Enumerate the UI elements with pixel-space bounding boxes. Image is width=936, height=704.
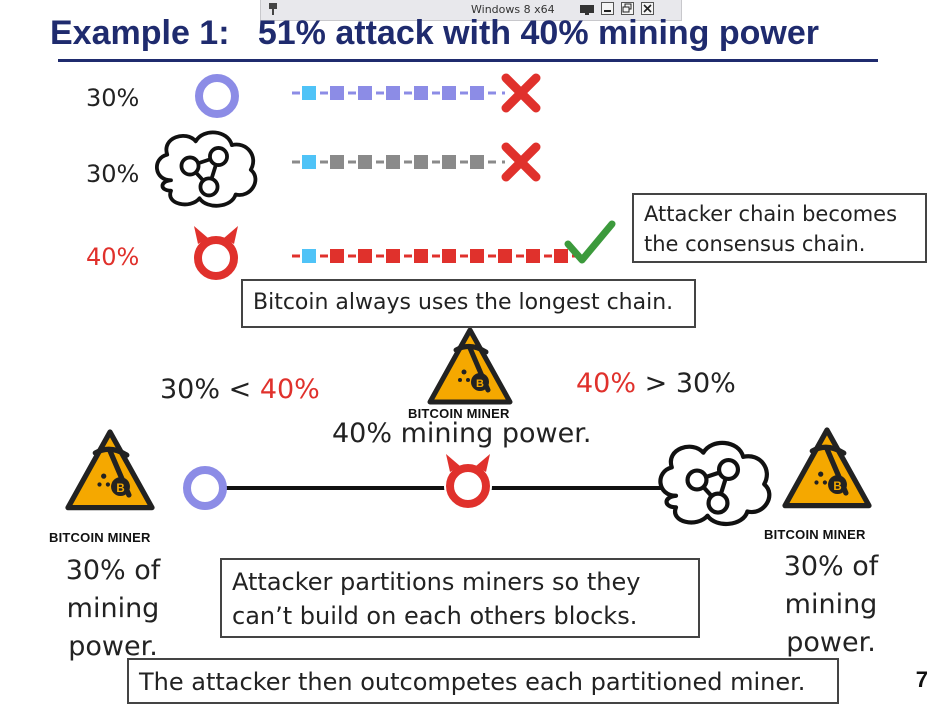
callout-partition-line1: Attacker partitions miners so they xyxy=(232,568,641,596)
callout-partition-line2: can’t build on each others blocks. xyxy=(232,602,638,630)
network-cloud-right-icon xyxy=(660,443,769,524)
callout-consensus: Attacker chain becomes the consensus cha… xyxy=(632,193,927,263)
compare-left: 30% < 40% xyxy=(160,374,320,405)
callout-longest-chain: Bitcoin always uses the longest chain. xyxy=(241,279,696,328)
compare-left-op: < xyxy=(228,374,252,405)
chain3-percent: 40% xyxy=(86,243,140,271)
compare-right-b: 30% xyxy=(675,368,736,399)
reject-x-icon xyxy=(501,142,541,182)
left-power-line2: mining xyxy=(66,593,160,624)
page-number: 7 xyxy=(915,667,928,692)
center-mining-power: 40% mining power. xyxy=(332,418,592,449)
left-power-line1: 30% of xyxy=(65,555,161,586)
left-power-line3: power. xyxy=(68,631,158,662)
bitcoin-miner-center-icon xyxy=(430,330,510,402)
compare-right-a: 40% xyxy=(576,368,637,399)
compare-right-op: > xyxy=(644,368,668,399)
callout-outcompete: The attacker then outcompetes each parti… xyxy=(127,658,839,704)
vm-title: Windows 8 x64 xyxy=(471,3,555,16)
reject-x-icon xyxy=(501,73,541,113)
checkmark-icon xyxy=(564,220,616,264)
vm-toolbar: Windows 8 x64 xyxy=(260,0,682,21)
miner-label-left: BITCOIN MINER xyxy=(49,530,151,545)
miner-label-center: BITCOIN MINER xyxy=(408,406,510,421)
pin-icon[interactable] xyxy=(267,2,279,16)
miner-label-right: BITCOIN MINER xyxy=(764,527,866,542)
right-power-line1: 30% of xyxy=(783,551,879,582)
chain2-percent: 30% xyxy=(86,160,140,188)
honest-miner-1-icon xyxy=(195,74,239,118)
compare-right: 40% > 30% xyxy=(576,368,736,399)
network-cloud-icon xyxy=(154,130,258,208)
callout-consensus-line2: the consensus chain. xyxy=(644,232,866,256)
callout-consensus-line1: Attacker chain becomes xyxy=(644,202,898,226)
bitcoin-miner-right-icon xyxy=(785,430,869,506)
restore-icon xyxy=(622,3,632,13)
close-button[interactable] xyxy=(641,2,654,15)
chain-2 xyxy=(292,155,505,169)
chain1-percent: 30% xyxy=(86,84,140,112)
callout-partition: Attacker partitions miners so they can’t… xyxy=(220,558,700,638)
attacker-devil-icon xyxy=(194,226,238,276)
close-icon xyxy=(643,4,652,13)
slide-title: Example 1: 51% attack with 40% mining po… xyxy=(50,14,820,52)
chain-3 xyxy=(292,249,582,263)
right-miner-power: 30% of mining power. xyxy=(776,548,886,662)
chain-1 xyxy=(292,86,505,100)
monitor-icon[interactable] xyxy=(579,4,595,16)
minimize-icon xyxy=(604,10,611,12)
left-miner-power: 30% of mining power. xyxy=(58,552,168,666)
partition-network xyxy=(183,466,680,510)
attacker-devil-center-icon xyxy=(444,454,492,510)
compare-left-a: 30% xyxy=(160,374,221,405)
bitcoin-miner-left-icon xyxy=(68,432,152,508)
restore-button[interactable] xyxy=(621,2,634,15)
right-power-line3: power. xyxy=(786,627,876,658)
right-power-line2: mining xyxy=(784,589,878,620)
compare-left-b: 40% xyxy=(259,374,320,405)
minimize-button[interactable] xyxy=(601,2,614,15)
title-underline xyxy=(58,59,878,62)
